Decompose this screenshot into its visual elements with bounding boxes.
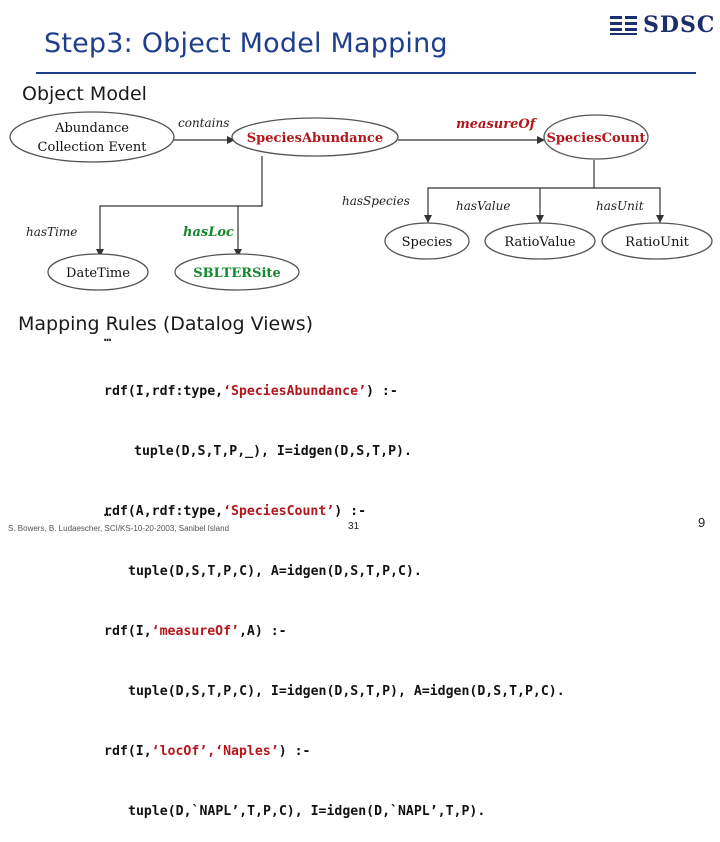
footer-credit: S. Bowers, B. Ludaescher, SCI/KS-10-20-2… <box>8 524 230 533</box>
edge-has-time <box>96 156 263 257</box>
node-ratio-value: RatioValue <box>484 222 596 260</box>
node-sblter-site-label: SBLTERSite <box>193 266 280 281</box>
edge-label-has-unit: hasUnit <box>596 199 644 213</box>
edge-has-unit <box>594 187 664 223</box>
rule-line: rdf(A,rdf:type,‘SpeciesCount’) :- <box>104 504 367 519</box>
edge-label-has-value: hasValue <box>456 199 510 213</box>
node-datetime-label: DateTime <box>66 266 130 281</box>
node-species-label: Species <box>402 235 453 250</box>
rule-line: rdf(I,‘locOf’,‘Naples’) :- <box>104 744 311 759</box>
sdsc-logo-text: SDSC <box>643 12 716 38</box>
node-abundance-collection-event: Abundance Collection Event <box>9 111 175 163</box>
node-ratio-value-label: RatioValue <box>504 235 576 250</box>
rule-line: rdf(I,rdf:type,‘SpeciesAbundance’) :- <box>104 384 398 399</box>
title-divider <box>36 72 696 74</box>
mapping-rules-code: rdf(I,rdf:type,‘SpeciesAbundance’) :- tu… <box>104 342 704 842</box>
node-sblter-site: SBLTERSite <box>174 253 300 291</box>
object-model-diagram: Abundance Collection Event SpeciesAbunda… <box>9 111 713 291</box>
edge-label-has-loc: hasLoc <box>183 225 234 240</box>
node-datetime: DateTime <box>47 253 149 291</box>
node-species-count: SpeciesCount <box>543 114 649 160</box>
object-model-heading: Object Model <box>22 83 147 105</box>
mapping-rules-heading: Mapping Rules (Datalog Views) <box>18 313 314 335</box>
rule-line: tuple(D,S,T,P,C), A=idgen(D,S,T,P,C). <box>128 564 422 579</box>
page-number: 9 <box>698 515 706 530</box>
rule-line: tuple(D,S,T,P,_), I=idgen(D,S,T,P). <box>134 444 412 459</box>
edge-label-measure-of: measureOf <box>456 117 538 132</box>
edge-label-has-species: hasSpecies <box>342 194 410 208</box>
edge-has-species <box>424 160 595 223</box>
sdsc-logo-mark-icon <box>610 16 637 35</box>
node-abundance-line1: Abundance <box>54 121 129 136</box>
slide-title: Step3: Object Model Mapping <box>44 28 448 59</box>
node-species: Species <box>384 222 470 260</box>
node-abundance-line2: Collection Event <box>38 140 148 155</box>
node-species-abundance-label: SpeciesAbundance <box>247 131 383 146</box>
node-ratio-unit: RatioUnit <box>601 222 713 260</box>
node-ratio-unit-label: RatioUnit <box>625 235 690 250</box>
edge-label-has-time: hasTime <box>26 225 77 239</box>
rule-line: tuple(D,S,T,P,C), I=idgen(D,S,T,P), A=id… <box>128 684 565 699</box>
rules-ellipsis-bottom: … <box>104 505 112 519</box>
node-species-count-label: SpeciesCount <box>546 131 645 146</box>
sdsc-logo: SDSC <box>609 12 715 38</box>
rule-line: tuple(D,`NAPL’,T,P,C), I=idgen(D,`NAPL’,… <box>128 804 486 819</box>
rule-line: rdf(I,‘measureOf’,A) :- <box>104 624 287 639</box>
footer-center-number: 31 <box>348 521 360 532</box>
rules-ellipsis-top: … <box>104 330 112 344</box>
edge-label-contains: contains <box>178 116 229 130</box>
node-species-abundance: SpeciesAbundance <box>231 117 399 157</box>
